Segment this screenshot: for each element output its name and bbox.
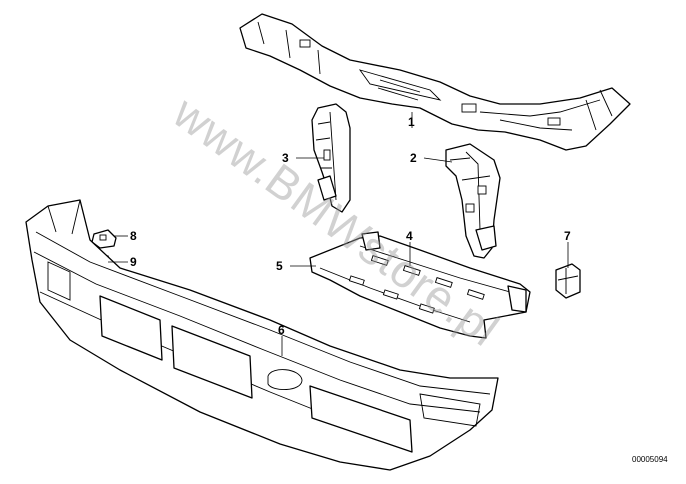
callout-1: 1: [408, 115, 415, 129]
part-7-bracket: [555, 263, 581, 299]
part-4-lower-cross-member: [309, 231, 531, 339]
callout-3: 3: [282, 151, 289, 165]
part-2-right-support: [445, 143, 501, 259]
callout-7: 7: [564, 229, 571, 243]
callout-5: 5: [276, 259, 283, 273]
part-6-front-bumper: [25, 199, 499, 471]
callout-9: 9: [130, 255, 137, 269]
catalog-code: 00005094: [632, 455, 668, 464]
part-3-left-support: [311, 103, 351, 213]
callout-2: 2: [410, 151, 417, 165]
callout-4: 4: [406, 229, 413, 243]
part-1-cross-member: [239, 13, 631, 151]
callout-8: 8: [130, 229, 137, 243]
leader-lines: [108, 112, 569, 356]
callout-6: 6: [278, 323, 285, 337]
